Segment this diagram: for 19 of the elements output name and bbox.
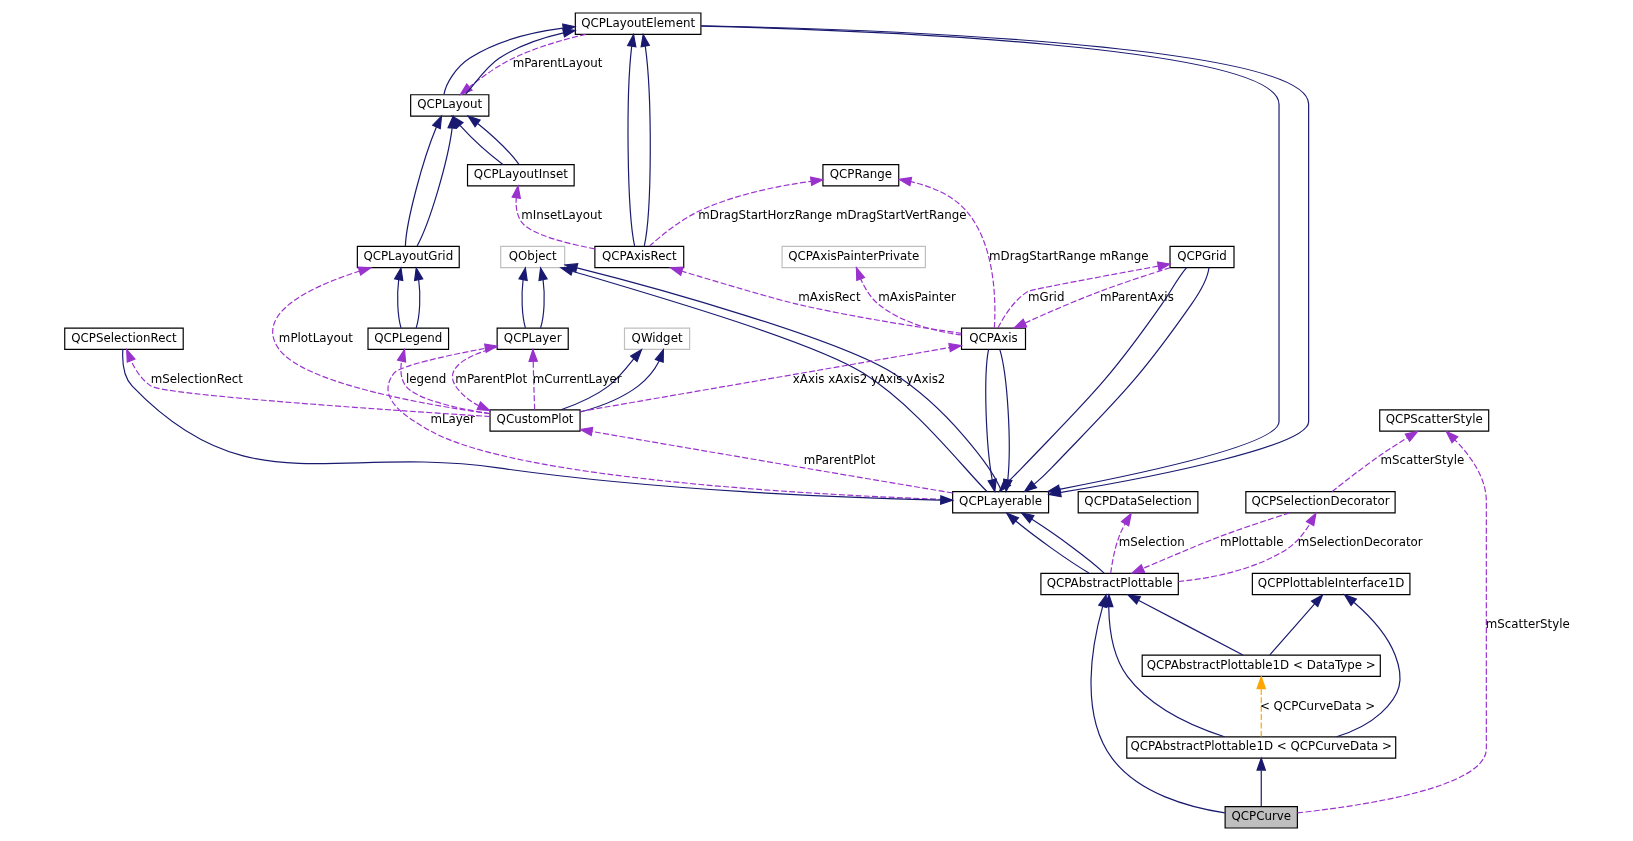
edge-label: mDragStartHorzRange mDragStartVertRange <box>697 208 966 223</box>
edge-label: mPlottable <box>1219 535 1284 550</box>
edge-label: mParentPlot <box>803 453 875 468</box>
edge-label: mParentPlot <box>454 371 527 386</box>
edge-label: < QCPCurveData > <box>1259 698 1375 713</box>
edge-label: mAxisPainter <box>877 289 956 304</box>
edge-label: mSelection <box>1118 535 1185 550</box>
edge-label: mLayer <box>429 412 475 427</box>
edge-label: mDragStartRange mRange <box>988 248 1148 263</box>
edge-label: legend <box>405 371 446 386</box>
edge-label: mSelectionDecorator <box>1297 535 1423 550</box>
edge-label: mScatterStyle <box>1379 453 1464 468</box>
edge-label: mInsetLayout <box>520 208 602 223</box>
edge-label: mPlotLayout <box>278 330 353 345</box>
edge-label: mParentLayout <box>512 56 602 71</box>
edge-label: mScatterStyle <box>1485 616 1570 631</box>
edge-label: mSelectionRect <box>150 371 243 386</box>
edge-label: mAxisRect <box>797 289 861 304</box>
edge-label: mGrid <box>1027 289 1064 304</box>
